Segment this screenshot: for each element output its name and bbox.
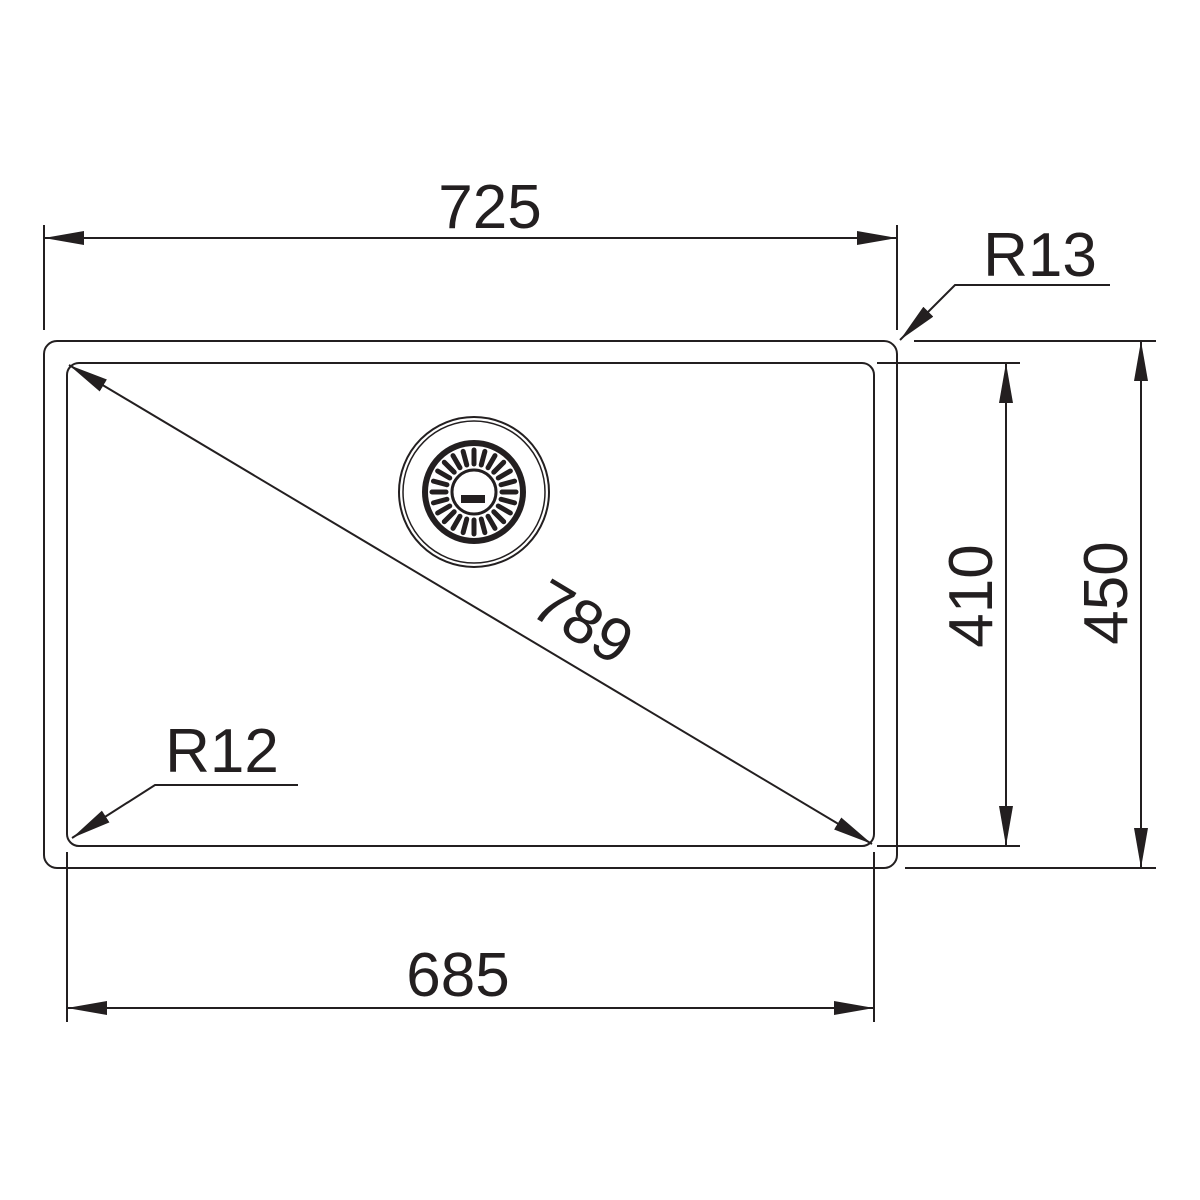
leader-r13 xyxy=(899,284,1110,341)
dimension-line-diagonal-789 xyxy=(68,364,873,845)
label-inner-radius: R12 xyxy=(165,717,279,786)
drain-slot xyxy=(485,453,498,471)
drain-slot xyxy=(460,516,470,536)
drain-slot xyxy=(498,478,518,488)
leader-r12 xyxy=(71,784,298,839)
drain-slot xyxy=(478,516,488,536)
drain-slot xyxy=(460,448,470,468)
drain-slot xyxy=(441,509,457,525)
label-depth-410: 410 xyxy=(937,544,1006,647)
drain-slot xyxy=(450,453,463,471)
drain-slot xyxy=(435,468,453,481)
drain-slot xyxy=(450,513,463,531)
label-diagonal-789: 789 xyxy=(520,566,644,678)
drain-slot xyxy=(478,448,488,468)
sink-outer-outline xyxy=(43,340,898,869)
drain-slot xyxy=(430,496,450,506)
drain-slot xyxy=(435,503,453,516)
drain-slot xyxy=(491,509,507,525)
drain-slot xyxy=(485,513,498,531)
drain-slot xyxy=(441,459,457,475)
drain-slot xyxy=(491,459,507,475)
label-width-725: 725 xyxy=(438,173,541,242)
drain-strainer-icon xyxy=(398,416,550,568)
drain-slot xyxy=(495,503,513,516)
label-outer-radius: R13 xyxy=(983,221,1097,290)
label-width-685: 685 xyxy=(406,941,509,1010)
label-depth-450: 450 xyxy=(1072,541,1141,644)
drain-slot xyxy=(430,478,450,488)
drain-slot xyxy=(498,496,518,506)
drain-slot xyxy=(495,468,513,481)
sink-bowl-outline xyxy=(66,362,875,847)
